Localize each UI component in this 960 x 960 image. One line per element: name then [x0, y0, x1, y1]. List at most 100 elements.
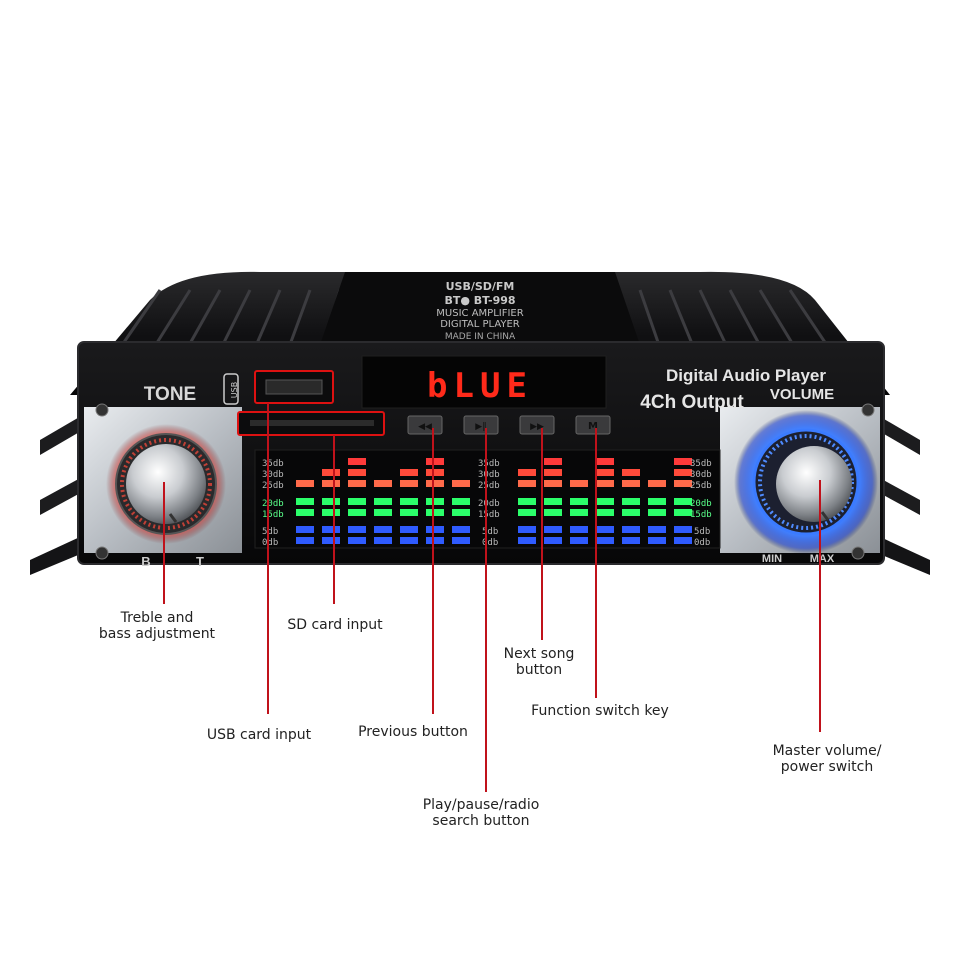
spectrum-led [674, 509, 692, 516]
spectrum-led [322, 509, 340, 516]
max-label: MAX [810, 553, 835, 565]
spectrum-led [544, 458, 562, 465]
callout-function-key: Function switch key [531, 703, 669, 719]
spectrum-led [596, 537, 614, 544]
spectrum-led [400, 537, 418, 544]
top-label-line-4: DIGITAL PLAYER [440, 319, 520, 330]
spectrum-led [518, 526, 536, 533]
db-scale-center: 35db 30db 25db 20db 15db 5db 0db [478, 459, 500, 548]
svg-text:35db: 35db [262, 459, 284, 469]
spectrum-led [544, 480, 562, 487]
callout-treble-bass: Treble and bass adjustment [98, 610, 216, 642]
spectrum-led [570, 480, 588, 487]
top-label-line-1: USB/SD/FM [446, 280, 515, 293]
tone-label: TONE [144, 384, 196, 405]
spectrum-led [452, 526, 470, 533]
spectrum-led [596, 509, 614, 516]
spectrum-led [648, 526, 666, 533]
spectrum-led [674, 498, 692, 505]
spectrum-led [674, 469, 692, 476]
svg-text:USB: USB [230, 382, 239, 398]
usb-icon: USB [223, 373, 239, 405]
spectrum-led [648, 480, 666, 487]
spectrum-led [348, 526, 366, 533]
spectrum-led [426, 526, 444, 533]
top-label-plate: USB/SD/FM BT● BT-998 MUSIC AMPLIFIER DIG… [436, 280, 523, 342]
spectrum-led [374, 509, 392, 516]
spectrum-led [426, 509, 444, 516]
spectrum-led [452, 509, 470, 516]
spectrum-led [622, 537, 640, 544]
spectrum-led [322, 498, 340, 505]
volume-knob[interactable] [734, 410, 878, 554]
spectrum-led [426, 469, 444, 476]
spectrum-led [570, 526, 588, 533]
svg-text:5db: 5db [482, 527, 498, 537]
spectrum-led [452, 498, 470, 505]
svg-text:30db: 30db [262, 470, 284, 480]
spectrum-led [296, 509, 314, 516]
spectrum-led [452, 480, 470, 487]
spectrum-led [596, 458, 614, 465]
svg-text:25db: 25db [262, 481, 284, 491]
spectrum-led [452, 537, 470, 544]
spectrum-led [648, 498, 666, 505]
svg-text:15db: 15db [478, 510, 500, 520]
spectrum-led [400, 469, 418, 476]
svg-text:25db: 25db [478, 481, 500, 491]
spectrum-led [518, 469, 536, 476]
spectrum-led [426, 458, 444, 465]
svg-text:5db: 5db [694, 527, 710, 537]
previous-button[interactable]: ◀◀ [407, 415, 443, 435]
callout-play-pause: Play/pause/radio search button [422, 797, 540, 829]
volume-label: VOLUME [770, 386, 834, 403]
svg-text:15db: 15db [262, 510, 284, 520]
spectrum-led [622, 480, 640, 487]
spectrum-led [374, 480, 392, 487]
spectrum-led [570, 537, 588, 544]
play-pause-button[interactable]: ▶‖ [463, 415, 499, 435]
db-scale-right: 35db 30db 25db 20db 15db 5db 0db [690, 459, 712, 548]
next-button[interactable]: ▶▶ [519, 415, 555, 435]
spectrum-led [648, 509, 666, 516]
spectrum-led [374, 537, 392, 544]
svg-text:5db: 5db [262, 527, 278, 537]
spectrum-led [544, 537, 562, 544]
spectrum-led [544, 526, 562, 533]
top-label-line-5: MADE IN CHINA [445, 332, 516, 342]
spectrum-led [622, 469, 640, 476]
svg-text:0db: 0db [262, 538, 278, 548]
spectrum-led [322, 537, 340, 544]
spectrum-led [426, 480, 444, 487]
db-scale-left: 35db 30db 25db 20db 15db 5db 0db [262, 459, 284, 548]
spectrum-led [400, 498, 418, 505]
spectrum-led [348, 537, 366, 544]
mode-button[interactable]: M [575, 415, 611, 435]
spectrum-led [544, 509, 562, 516]
svg-text:20db: 20db [262, 499, 284, 509]
spectrum-meter: 35db 30db 25db 20db 15db 5db 0db 35db 30… [254, 449, 721, 549]
spectrum-leds [296, 458, 692, 544]
callout-sd-card: SD card input [287, 617, 383, 633]
min-label: MIN [762, 553, 782, 565]
svg-text:15db: 15db [690, 510, 712, 520]
tone-knob[interactable] [106, 424, 226, 544]
spectrum-led [674, 526, 692, 533]
svg-text:35db: 35db [478, 459, 500, 469]
spectrum-led [544, 469, 562, 476]
svg-text:◀◀: ◀◀ [418, 422, 432, 432]
svg-text:35db: 35db [690, 459, 712, 469]
display-text: bLUE [427, 366, 533, 406]
spectrum-led [622, 498, 640, 505]
svg-text:▶‖: ▶‖ [475, 422, 486, 432]
spectrum-led [374, 498, 392, 505]
spectrum-led [400, 509, 418, 516]
spectrum-led [348, 458, 366, 465]
spectrum-led [400, 480, 418, 487]
spectrum-led [674, 458, 692, 465]
spectrum-led [596, 498, 614, 505]
output-label: 4Ch Output [640, 392, 744, 413]
spectrum-led [296, 537, 314, 544]
spectrum-led [348, 480, 366, 487]
